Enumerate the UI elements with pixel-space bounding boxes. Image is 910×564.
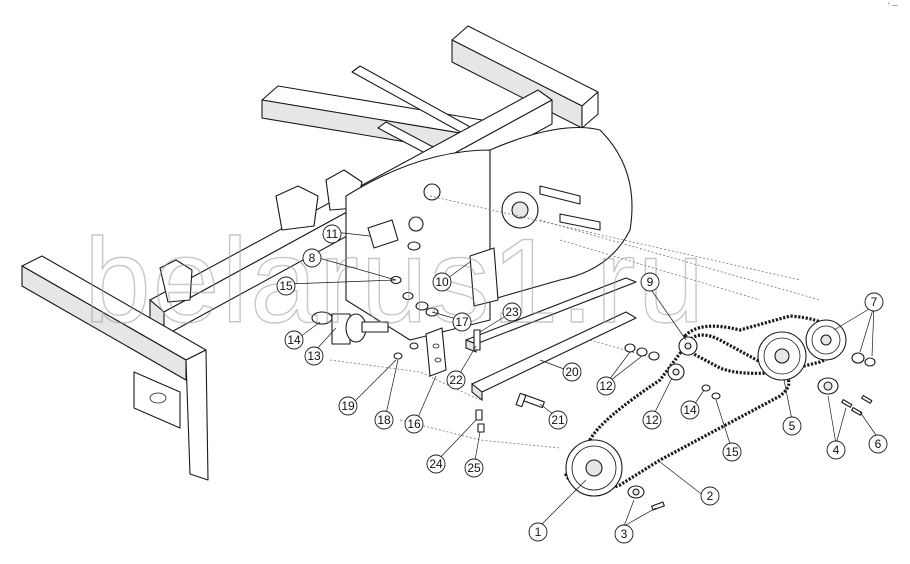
callout-label-2: 2 [707,489,714,503]
callout-6: 6 [868,434,888,454]
callout-18: 18 [374,410,394,430]
callout-label-15: 15 [279,279,293,293]
callout-8: 8 [302,248,322,268]
guide-rail [465,277,637,433]
callout-10: 10 [432,272,452,292]
callout-label-12: 12 [645,413,659,427]
callout-7: 7 [864,292,884,312]
callout-13: 13 [304,346,324,366]
callout-label-22: 22 [449,373,463,387]
callout-11: 11 [322,224,342,244]
callout-label-25: 25 [467,461,481,475]
callout-label-1: 1 [535,525,542,539]
callout-25: 25 [464,458,484,478]
callout-4: 4 [826,440,846,460]
corner-mark: ᐟ — [887,2,898,9]
callout-label-21: 21 [551,413,565,427]
callout-label-10: 10 [435,275,449,289]
callout-label-14: 14 [683,403,697,417]
callout-label-18: 18 [377,413,391,427]
callout-12b: 12 [642,410,662,430]
callout-label-24: 24 [429,457,443,471]
callout-label-8: 8 [309,251,316,265]
callout-23: 23 [502,302,522,322]
drive-assembly [564,314,876,511]
callout-1: 1 [528,522,548,542]
callout-3: 3 [614,524,634,544]
callout-5: 5 [782,416,802,436]
callout-16: 16 [404,414,424,434]
callout-15b: 15 [722,442,742,462]
callout-label-23: 23 [505,305,519,319]
callout-label-6: 6 [875,437,882,451]
callout-label-19: 19 [341,399,355,413]
callout-label-9: 9 [647,275,654,289]
callout-label-13: 13 [307,349,321,363]
callout-label-4: 4 [833,443,840,457]
callout-label-5: 5 [789,419,796,433]
callout-label-14: 14 [287,333,301,347]
callout-2: 2 [700,486,720,506]
callout-label-7: 7 [871,295,878,309]
callout-19: 19 [338,396,358,416]
callout-14a: 14 [284,330,304,350]
leader-lines [287,231,879,529]
watermark: belarus1.ru [84,214,706,348]
callout-12a: 12 [596,376,616,396]
callout-9: 9 [640,272,660,292]
callout-22: 22 [446,370,466,390]
callout-label-17: 17 [455,315,469,329]
callout-21: 21 [548,410,568,430]
callout-17: 17 [452,312,472,332]
callout-label-15: 15 [725,445,739,459]
callout-label-12: 12 [599,379,613,393]
callout-20: 20 [562,362,582,382]
frame [21,25,633,481]
callout-15a: 15 [276,276,296,296]
callout-label-3: 3 [621,527,628,541]
callout-14b: 14 [680,400,700,420]
callout-label-20: 20 [565,365,579,379]
callout-24: 24 [426,454,446,474]
small-parts-left [311,219,499,377]
callout-label-16: 16 [407,417,421,431]
callout-label-11: 11 [326,227,339,241]
